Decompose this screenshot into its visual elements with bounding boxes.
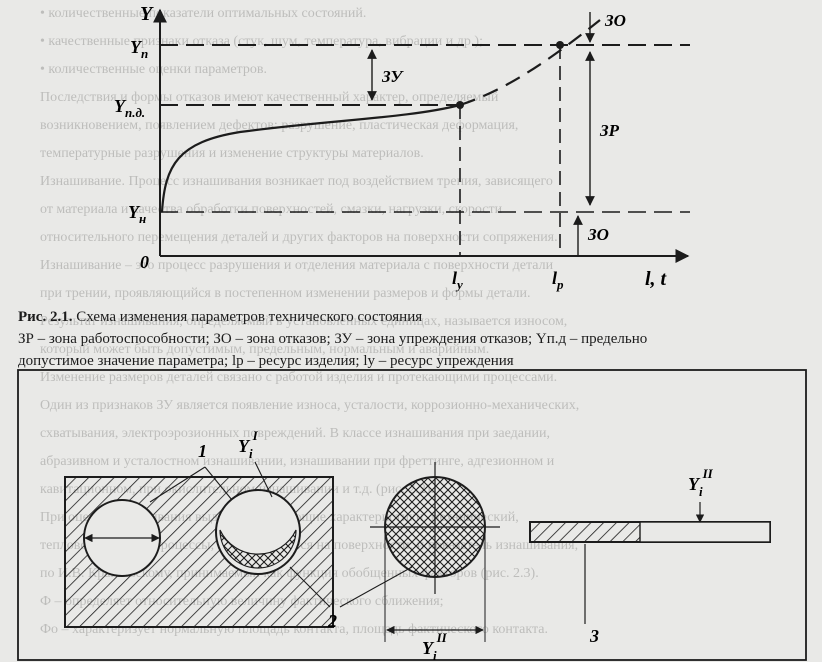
background-text-line: Результат изнашивания, определяемый в ус… [40, 314, 568, 329]
label-yi-II-right: YiII [688, 466, 714, 499]
figure-2-2-diagram: 1 2 3 YiI YiII YiII [17, 369, 807, 662]
label-zone-zo-top: ЗО [604, 11, 626, 30]
label-zone-zr: ЗР [599, 121, 620, 140]
background-text-line: который может быть допустимым, предельны… [40, 342, 490, 357]
point-yp [556, 41, 564, 49]
figure-caption: Рис. 2.1. Схема изменения параметров тех… [18, 306, 808, 372]
background-text-line: • количественные показатели оптимальных … [40, 6, 367, 21]
x-axis-label: l, t [645, 268, 668, 290]
background-text-line: температурные разрушения и изменение стр… [40, 146, 424, 161]
background-text-line: Изменение размеров деталей связано с раб… [40, 370, 558, 385]
parameter-curve [160, 103, 461, 213]
figure-2-1-diagram: Y 0 l, t Yп Yп.д. Yн lу lр ЗО ЗУ ЗР ЗО [114, 3, 690, 292]
label-yi-I: YiI [238, 428, 259, 461]
caption-number: Рис. 2.1. [18, 309, 73, 325]
background-text-line: Один из признаков ЗУ является появление … [40, 398, 580, 413]
caption-title: Схема изменения параметров технического … [76, 309, 423, 325]
background-text-line: • количественные оценки параметров. [40, 62, 267, 77]
origin-label: 0 [140, 252, 149, 272]
background-text-line: схватывания, электроэрозионных поврежден… [40, 426, 550, 441]
label-lp: lр [552, 268, 564, 292]
parameter-curve-forecast [459, 19, 601, 107]
background-text-line: Последствия и формы отказов имеют качест… [40, 90, 499, 105]
caption-legend-line-2: допустимое значение параметра; lр – ресу… [18, 353, 514, 369]
flat-part-worn [639, 521, 771, 543]
label-lu: lу [452, 268, 463, 292]
background-text-line: от материала и качества обработки поверх… [40, 202, 503, 217]
label-ypd: Yп.д. [114, 96, 145, 120]
background-text-line: Изнашивание – это процесс разрушения и о… [40, 258, 554, 273]
background-text-line: при трении, проявляющийся в постепенном … [40, 286, 531, 301]
leader-2-b [339, 566, 413, 608]
label-yp: Yп [130, 37, 148, 61]
caption-legend-line-1: ЗР – зона работоспособности; ЗО – зона о… [18, 331, 648, 347]
label-zone-zu: ЗУ [381, 67, 404, 86]
label-yi-II-bottom: YiII [422, 630, 448, 662]
point-ypd [456, 101, 464, 109]
label-1: 1 [198, 441, 207, 461]
background-text-line: абразивном и усталостном изнашивании, из… [40, 454, 555, 469]
leader-yi-I [254, 461, 273, 498]
background-text-line: относительного перемещения деталей и дру… [40, 230, 558, 245]
leader-1-b [204, 466, 233, 501]
label-yn: Yн [128, 202, 146, 226]
label-2: 2 [327, 611, 337, 631]
leader-2-a [289, 566, 331, 608]
label-zone-zo-bottom: ЗО [587, 225, 609, 244]
leader-1-a [149, 466, 206, 503]
y-axis-label: Y [140, 3, 154, 25]
label-3: 3 [589, 626, 599, 646]
worn-crescent [219, 529, 297, 569]
